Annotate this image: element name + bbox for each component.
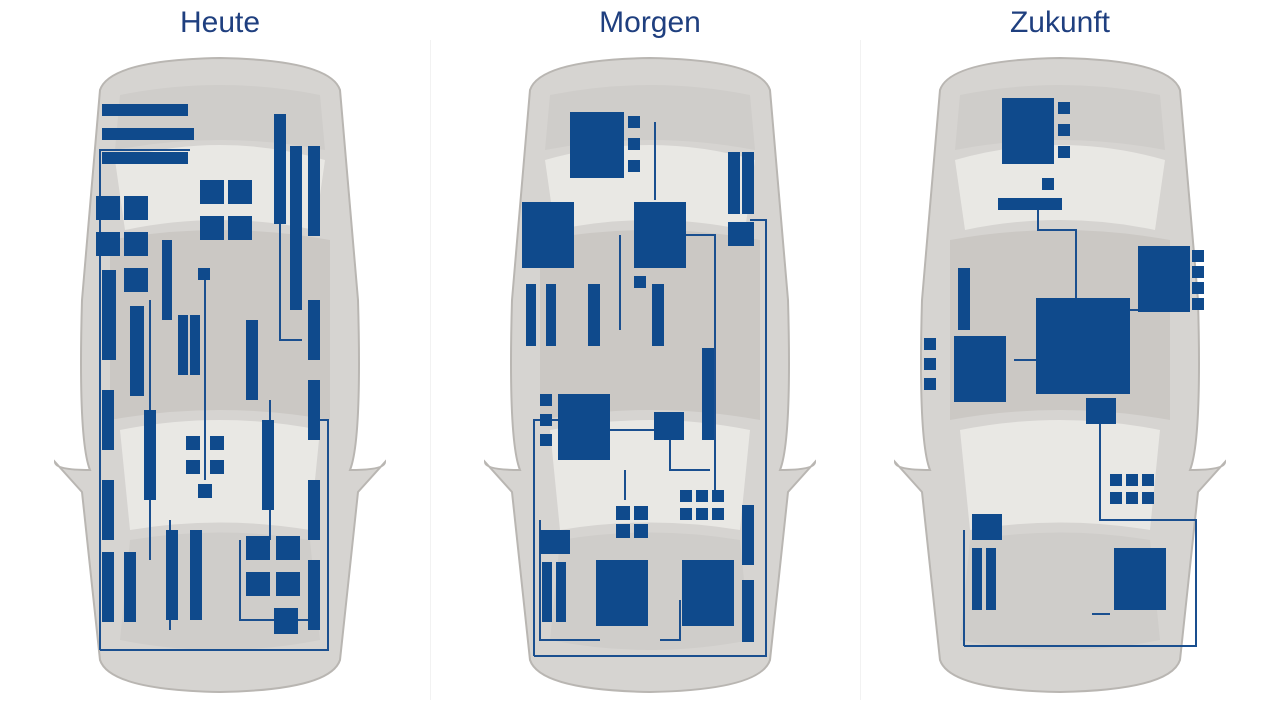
wiring-harness bbox=[963, 208, 1197, 647]
panel-divider bbox=[860, 40, 861, 700]
panel-divider bbox=[430, 40, 431, 700]
trunk bbox=[960, 532, 1160, 650]
ecu-blocks bbox=[96, 104, 320, 634]
panel-morgen: Morgen bbox=[470, 0, 830, 721]
car-diagram-morgen bbox=[483, 56, 817, 694]
ecu-blocks bbox=[924, 98, 1204, 610]
panel-title-morgen: Morgen bbox=[599, 6, 701, 39]
panel-zukunft: Zukunft bbox=[880, 0, 1240, 721]
panel-title-heute: Heute bbox=[179, 6, 261, 39]
panel-heute: Heute bbox=[40, 0, 400, 721]
car-top-view-icon bbox=[40, 0, 400, 721]
car-diagram-zukunft bbox=[893, 56, 1227, 694]
car-top-view-icon bbox=[470, 0, 830, 721]
car-top-view-icon bbox=[880, 0, 1240, 721]
car-diagram-heute bbox=[53, 56, 387, 694]
ecu-blocks bbox=[522, 112, 754, 642]
panel-title-zukunft: Zukunft bbox=[1009, 6, 1111, 39]
